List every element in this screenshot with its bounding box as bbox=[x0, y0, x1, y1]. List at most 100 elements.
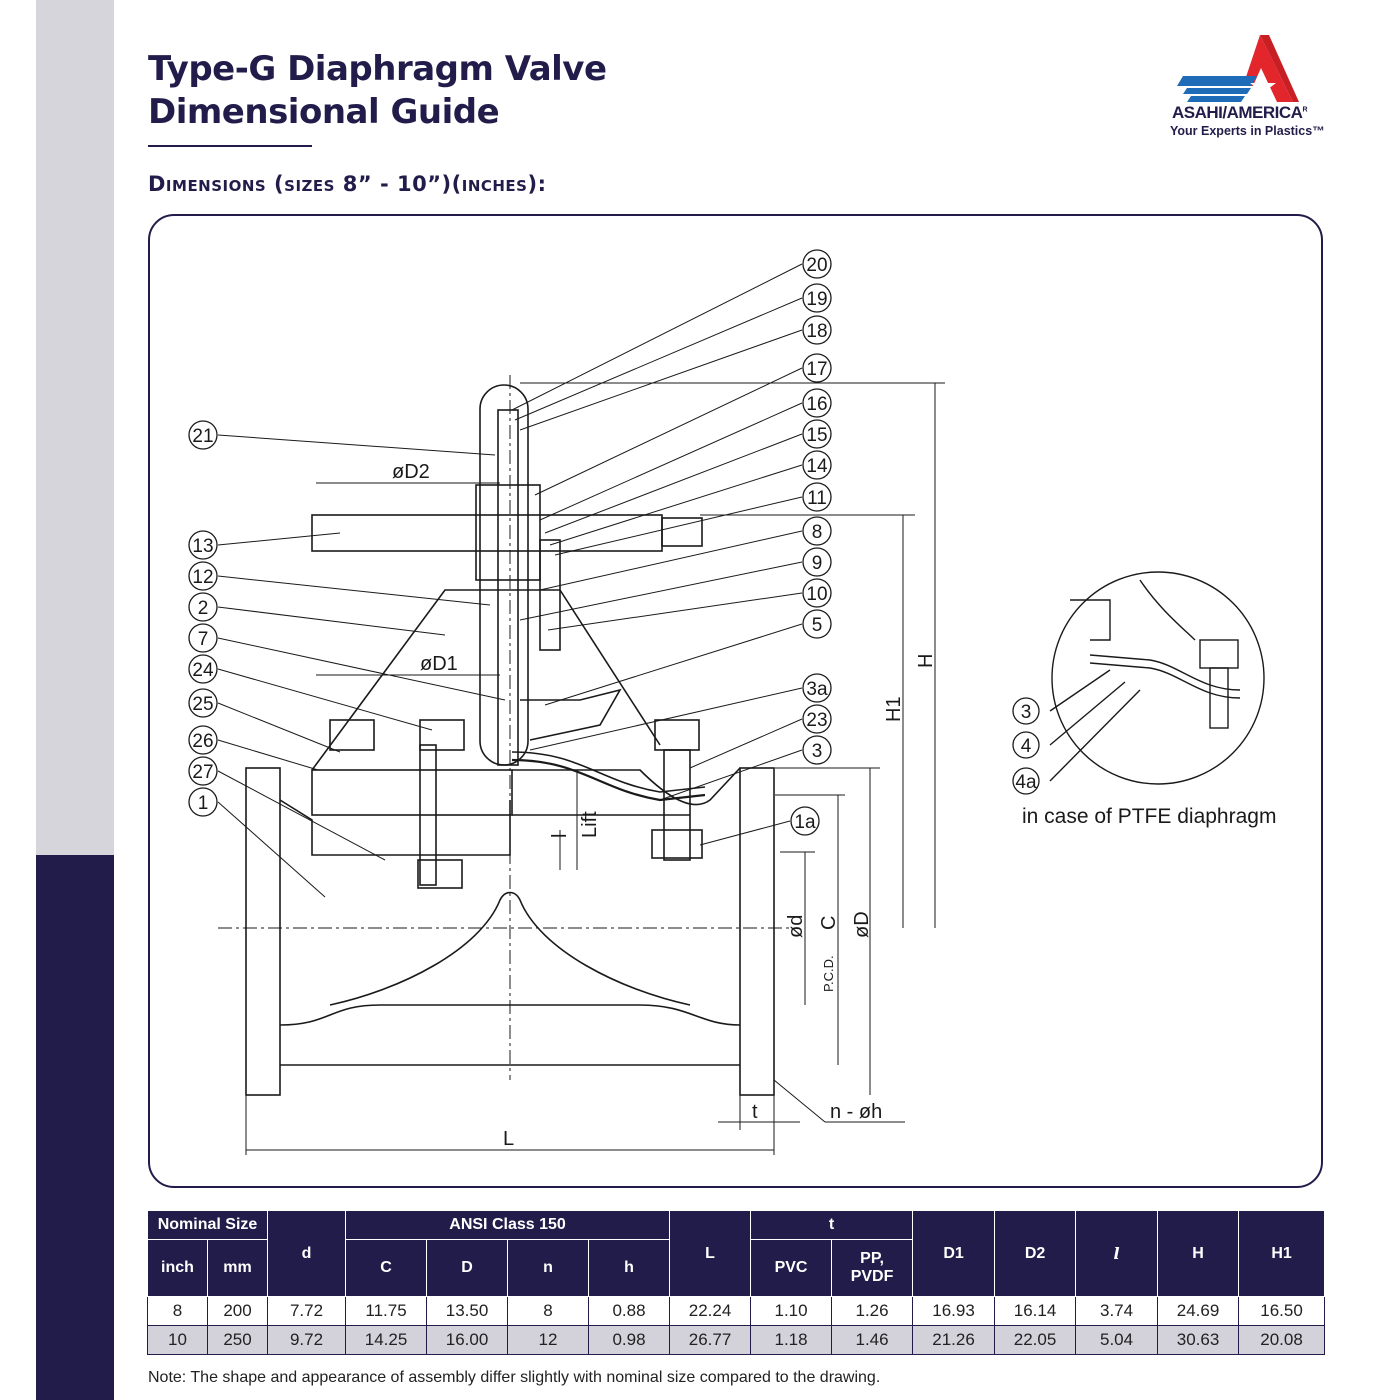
callout-18: 18 bbox=[806, 321, 827, 342]
page-title-line2: Dimensional Guide bbox=[148, 92, 500, 132]
callout-16: 16 bbox=[806, 394, 827, 415]
title-underline bbox=[148, 145, 312, 147]
callout-15: 15 bbox=[806, 425, 827, 446]
cell: 11.75 bbox=[345, 1296, 428, 1326]
th-ansi: ANSI Class 150 bbox=[345, 1210, 671, 1240]
cell: 5.04 bbox=[1075, 1325, 1159, 1355]
logo-wordmark: ASAHI/AMERICAR bbox=[1172, 103, 1308, 122]
asahi-america-logo-icon bbox=[1177, 35, 1299, 102]
th-n: n bbox=[507, 1239, 590, 1297]
dimensions-table: Nominal Size d ANSI Class 150 L t D1 D2 … bbox=[146, 1210, 1326, 1355]
cell: 8 bbox=[507, 1296, 590, 1326]
callout-1a: 1a bbox=[794, 812, 816, 833]
th-C: C bbox=[345, 1239, 428, 1297]
cell: 3.74 bbox=[1075, 1296, 1159, 1326]
detail-callout-3: 3 bbox=[1021, 702, 1032, 723]
cell: 8 bbox=[147, 1296, 208, 1326]
callout-7: 7 bbox=[198, 629, 209, 650]
th-l: l bbox=[1075, 1210, 1159, 1297]
th-H: H bbox=[1157, 1210, 1240, 1297]
ptfe-detail-view bbox=[1049, 571, 1265, 785]
callout-3: 3 bbox=[812, 741, 823, 762]
sidebar-band-light bbox=[36, 0, 114, 855]
cell: 9.72 bbox=[267, 1325, 347, 1355]
cell: 21.26 bbox=[912, 1325, 996, 1355]
footnote: Note: The shape and appearance of assemb… bbox=[148, 1369, 881, 1386]
cell: 1.46 bbox=[831, 1325, 914, 1355]
detail-callout-4: 4 bbox=[1021, 736, 1032, 757]
callout-9: 9 bbox=[812, 553, 823, 574]
cell: 12 bbox=[507, 1325, 590, 1355]
table-header-row: Nominal Size d ANSI Class 150 L t D1 D2 … bbox=[146, 1210, 1326, 1297]
dim-label-d: ød bbox=[785, 915, 807, 938]
cell: 22.05 bbox=[994, 1325, 1077, 1355]
cell: 16.93 bbox=[912, 1296, 996, 1326]
callout-14: 14 bbox=[806, 456, 828, 477]
callout-20: 20 bbox=[806, 255, 827, 276]
callout-3a: 3a bbox=[806, 679, 828, 700]
callout-1: 1 bbox=[198, 793, 209, 814]
callout-13: 13 bbox=[192, 536, 213, 557]
cell: 0.88 bbox=[588, 1296, 671, 1326]
dim-label-d2: øD2 bbox=[392, 461, 430, 483]
cell: 1.18 bbox=[750, 1325, 833, 1355]
cell: 200 bbox=[206, 1296, 269, 1326]
callout-11: 11 bbox=[807, 488, 827, 509]
cell: 13.50 bbox=[426, 1296, 509, 1326]
dim-label-h1: H1 bbox=[883, 696, 905, 722]
th-D2: D2 bbox=[994, 1210, 1077, 1297]
th-d: d bbox=[267, 1210, 347, 1297]
detail-callout-4a: 4a bbox=[1015, 772, 1037, 793]
callout-5: 5 bbox=[812, 615, 823, 636]
logo-tagline: Your Experts in Plastics™ bbox=[1170, 124, 1325, 138]
th-L: L bbox=[669, 1210, 752, 1297]
th-nominal-size: Nominal Size bbox=[146, 1210, 269, 1240]
callout-23: 23 bbox=[806, 710, 827, 731]
cell: 26.77 bbox=[669, 1325, 752, 1355]
sidebar-band-dark bbox=[36, 855, 114, 1400]
section-subtitle: Dimensions (sizes 8” - 10”)(inches): bbox=[148, 172, 547, 196]
th-pp-pvdf: PP,PVDF bbox=[831, 1239, 914, 1297]
page-title-line1: Type-G Diaphragm Valve bbox=[148, 49, 607, 89]
th-mm: mm bbox=[206, 1239, 269, 1297]
valve-drawing: 21 13 12 2 7 24 25 26 27 1 20 19 18 17 1… bbox=[188, 249, 1276, 1155]
th-pvc: PVC bbox=[750, 1239, 833, 1297]
dim-label-pcd: P.C.D. bbox=[821, 955, 836, 992]
callout-10: 10 bbox=[806, 584, 827, 605]
table-subheader-row: inch mm C D n h PVC PP,PVDF bbox=[147, 1239, 1325, 1297]
table-row: 10 250 9.72 14.25 16.00 12 0.98 26.77 1.… bbox=[147, 1325, 1326, 1355]
callout-12: 12 bbox=[192, 567, 213, 588]
callout-27: 27 bbox=[192, 762, 213, 783]
th-h: h bbox=[588, 1239, 671, 1297]
page-title: Type-G Diaphragm Valve Dimensional Guide bbox=[148, 48, 607, 134]
callout-25: 25 bbox=[192, 694, 213, 715]
dim-label-l: L bbox=[503, 1128, 514, 1150]
detail-caption: in case of PTFE diaphragm bbox=[1022, 805, 1276, 828]
cell: 20.08 bbox=[1238, 1325, 1326, 1355]
cell: 22.24 bbox=[669, 1296, 752, 1326]
table-row: 8 200 7.72 11.75 13.50 8 0.88 22.24 1.10… bbox=[147, 1296, 1326, 1326]
dim-label-lift: Lift bbox=[579, 811, 601, 838]
cell: 10 bbox=[147, 1325, 208, 1355]
cell: 1.10 bbox=[750, 1296, 833, 1326]
callout-21: 21 bbox=[192, 426, 213, 447]
cell: 30.63 bbox=[1157, 1325, 1240, 1355]
th-t: t bbox=[750, 1210, 914, 1240]
dim-label-od: øD bbox=[851, 911, 873, 938]
dim-label-h: H bbox=[915, 654, 937, 668]
dim-label-t: t bbox=[752, 1101, 758, 1123]
callout-19: 19 bbox=[806, 289, 827, 310]
dim-label-d1: øD1 bbox=[420, 653, 458, 675]
cell: 16.14 bbox=[994, 1296, 1077, 1326]
cell: 0.98 bbox=[588, 1325, 671, 1355]
dim-label-nh: n - øh bbox=[830, 1101, 882, 1123]
cell: 16.00 bbox=[426, 1325, 509, 1355]
cell: 250 bbox=[206, 1325, 269, 1355]
dim-label-c: C bbox=[818, 916, 840, 930]
th-D1: D1 bbox=[912, 1210, 996, 1297]
callout-8: 8 bbox=[812, 522, 823, 543]
th-inch: inch bbox=[147, 1239, 208, 1297]
cell: 14.25 bbox=[345, 1325, 428, 1355]
dim-label-small-l: l bbox=[549, 834, 571, 838]
dimensions-table-wrap: Nominal Size d ANSI Class 150 L t D1 D2 … bbox=[146, 1210, 1326, 1355]
